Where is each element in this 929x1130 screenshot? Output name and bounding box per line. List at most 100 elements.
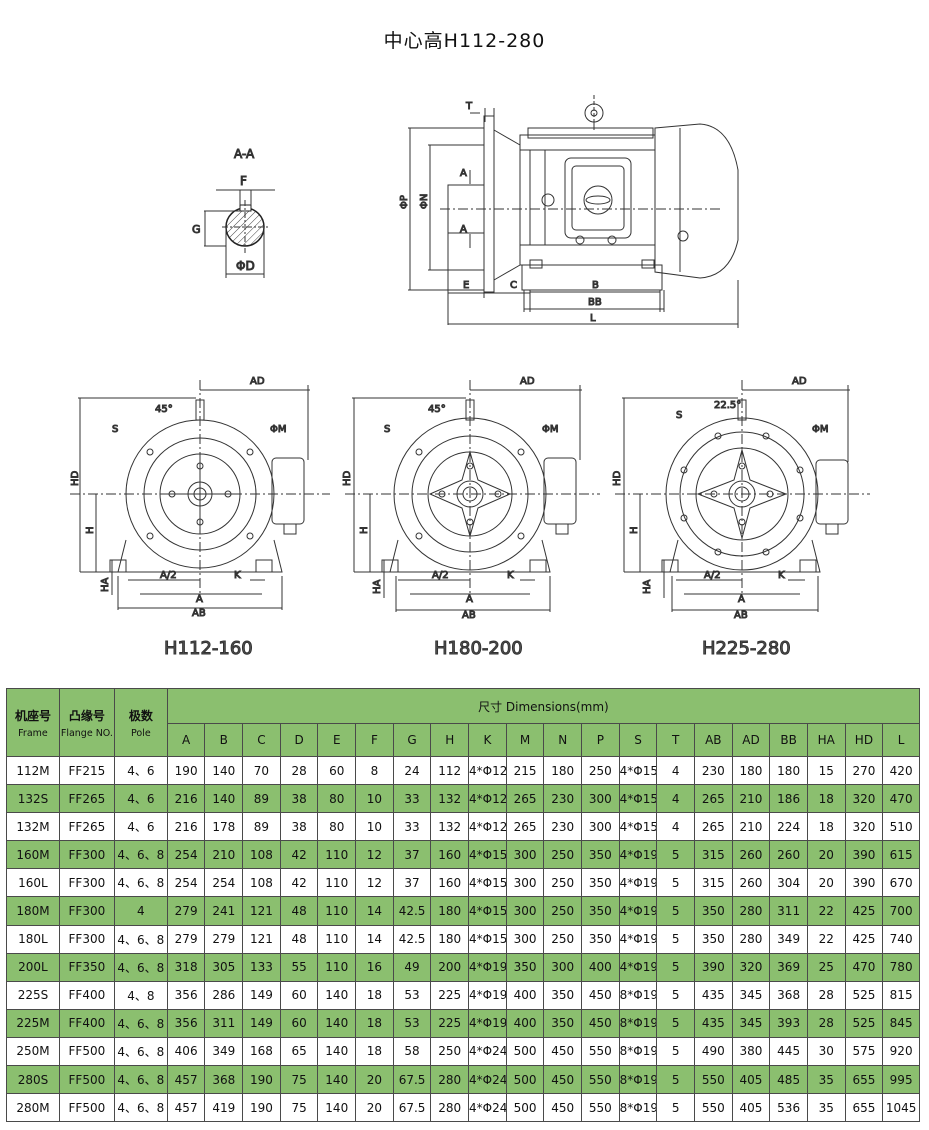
table-cell: 406 — [166, 1036, 206, 1067]
table-cell: 5 — [656, 924, 695, 954]
table-cell: 108 — [242, 868, 281, 898]
table-cell: 279 — [166, 896, 206, 926]
table-cell: 48 — [279, 896, 319, 926]
table-cell: 140 — [317, 1065, 357, 1095]
table-cell: 550 — [581, 1036, 620, 1067]
table-cell: 121 — [242, 924, 281, 954]
table-cell: 356 — [166, 1008, 206, 1038]
column-header: HA — [806, 723, 846, 757]
fv2-k: K — [507, 570, 514, 581]
table-cell: 8*Φ19 — [618, 980, 658, 1010]
table-cell: 132S — [6, 784, 60, 814]
table-cell: 311 — [769, 896, 808, 926]
table-cell: 390 — [844, 840, 884, 870]
fv1-m: ΦM — [270, 424, 287, 435]
table-cell: 470 — [844, 952, 884, 982]
table-cell: 250M — [6, 1036, 60, 1067]
table-cell: 210 — [731, 784, 771, 814]
table-cell: 311 — [204, 1008, 244, 1038]
table-cell: FF300 — [58, 896, 115, 926]
table-cell: 48 — [279, 924, 319, 954]
table-cell: FF500 — [58, 1093, 115, 1123]
dimensions-table: 机座号 Frame 凸缘号 Flange NO. 极数 Pole 尺寸 Dime… — [6, 688, 921, 1123]
table-cell: 133 — [242, 952, 281, 982]
column-header: E — [317, 723, 357, 757]
table-cell: 42 — [279, 868, 319, 898]
figure-caption-3: H225-280 — [702, 638, 791, 659]
fv3-half-a: A/2 — [704, 570, 721, 581]
table-cell: 16 — [355, 952, 394, 982]
table-cell: 300 — [505, 924, 545, 954]
header-flange: 凸缘号 Flange NO. — [58, 688, 115, 757]
table-cell: 500 — [505, 1093, 545, 1123]
table-cell: 350 — [581, 840, 620, 870]
table-cell: 180L — [6, 924, 60, 954]
table-cell: 280 — [430, 1065, 470, 1095]
table-cell: 110 — [317, 840, 357, 870]
table-cell: 550 — [581, 1093, 620, 1123]
table-cell: 225S — [6, 980, 60, 1010]
fv1-ab: AB — [192, 608, 206, 619]
table-cell: 450 — [581, 980, 620, 1010]
table-cell: 4*Φ15 — [618, 812, 658, 842]
table-cell: 350 — [581, 896, 620, 926]
column-header: S — [618, 723, 658, 757]
table-cell: 18 — [355, 980, 394, 1010]
table-cell: 10 — [355, 812, 394, 842]
table-cell: 380 — [731, 1036, 771, 1067]
dim-f: F — [240, 174, 247, 188]
table-cell: 4*Φ24 — [468, 1093, 507, 1123]
table-cell: 254 — [166, 840, 206, 870]
table-cell: 4*Φ15 — [618, 755, 658, 786]
table-cell: 178 — [204, 812, 244, 842]
table-cell: 350 — [543, 980, 583, 1010]
table-cell: 160M — [6, 840, 60, 870]
table-cell: 24 — [392, 755, 432, 786]
table-cell: 28 — [279, 755, 319, 786]
page-title: 中心高H112-280 — [383, 30, 546, 52]
table-cell: 286 — [204, 980, 244, 1010]
table-cell: 33 — [392, 812, 432, 842]
table-cell: 112 — [430, 755, 470, 786]
table-cell: 4*Φ19 — [618, 896, 658, 926]
motor-side-view: T ΦP ΦN A A E C B BB L — [399, 95, 739, 328]
table-cell: 4、6、8 — [113, 952, 168, 982]
table-cell: 58 — [392, 1036, 432, 1067]
table-cell: 230 — [693, 755, 733, 786]
table-cell: 1045 — [882, 1093, 920, 1123]
column-header: C — [242, 723, 281, 757]
table-cell: 280 — [731, 896, 771, 926]
table-cell: 210 — [204, 840, 244, 870]
table-cell: 510 — [882, 812, 920, 842]
dim-l: L — [590, 313, 596, 324]
table-cell: 345 — [731, 1008, 771, 1038]
table-cell: 12 — [355, 840, 394, 870]
table-cell: 4*Φ19 — [618, 868, 658, 898]
fv3-s: S — [676, 410, 682, 421]
technical-drawings: A-A F G ΦD — [70, 95, 870, 660]
fv2-angle: 45° — [428, 404, 446, 415]
section-label: A-A — [234, 147, 255, 161]
column-header: AD — [731, 723, 771, 757]
table-cell: 280M — [6, 1093, 60, 1123]
table-cell: 140 — [317, 1036, 357, 1067]
table-cell: 445 — [769, 1036, 808, 1067]
table-cell: 38 — [279, 812, 319, 842]
table-cell: 132 — [430, 784, 470, 814]
table-cell: 300 — [505, 840, 545, 870]
fv2-half-a: A/2 — [432, 570, 449, 581]
table-cell: 180 — [769, 755, 808, 786]
table-cell: 225 — [430, 980, 470, 1010]
table-cell: FF265 — [58, 784, 115, 814]
table-cell: 4*Φ15 — [468, 924, 507, 954]
table-cell: 132M — [6, 812, 60, 842]
table-cell: 8*Φ19 — [618, 1008, 658, 1038]
table-cell: FF500 — [58, 1036, 115, 1067]
table-cell: 280S — [6, 1065, 60, 1095]
table-cell: 200L — [6, 952, 60, 982]
dim-a-top: A — [460, 168, 467, 179]
fv2-s: S — [384, 424, 390, 435]
table-cell: 260 — [769, 840, 808, 870]
